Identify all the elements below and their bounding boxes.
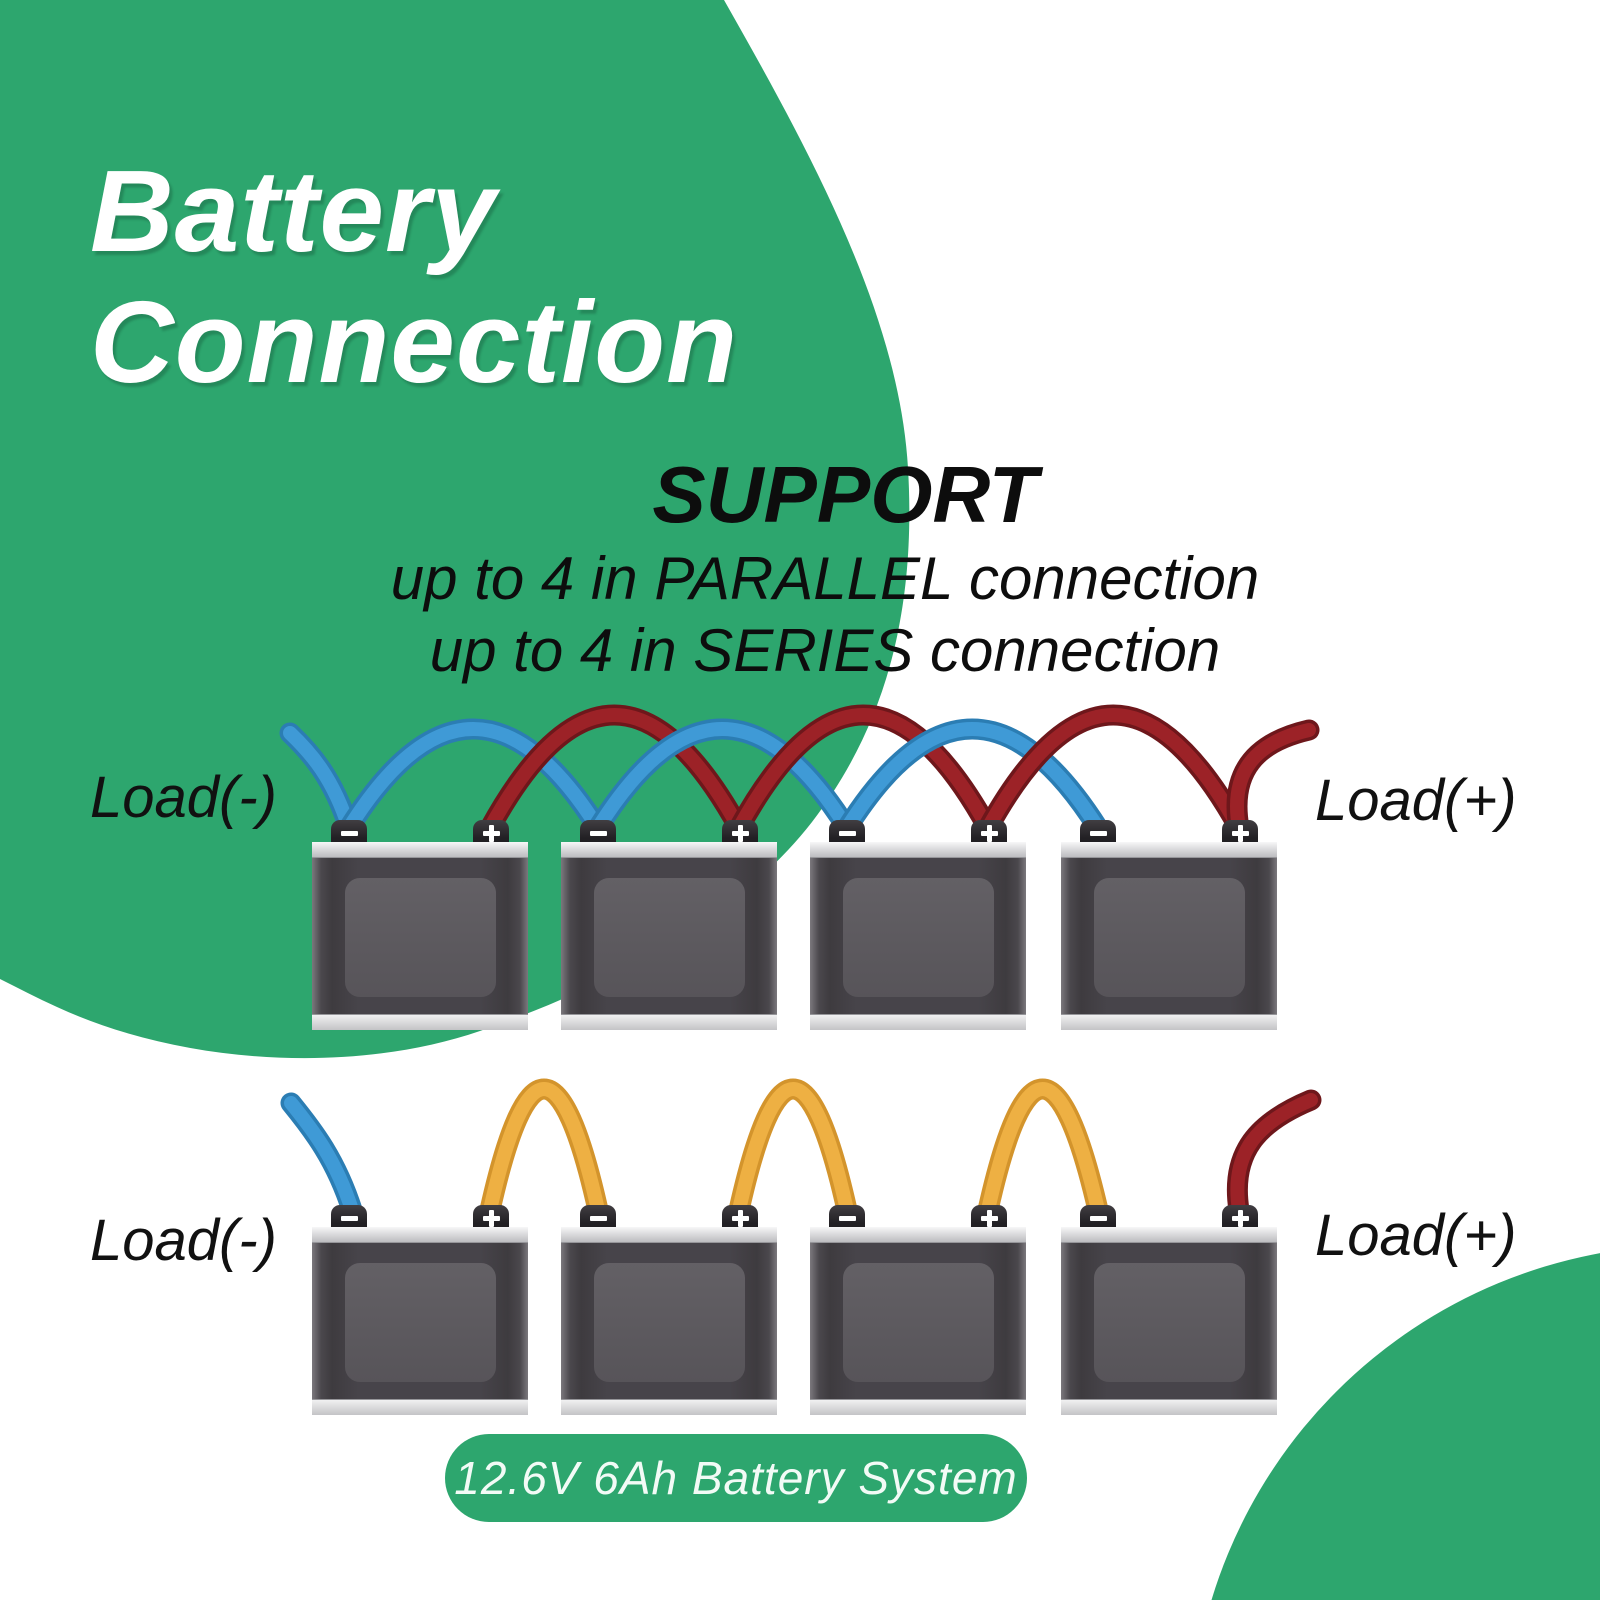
battery-face-panel bbox=[345, 1263, 496, 1382]
battery-bottom-cap bbox=[312, 1014, 528, 1030]
battery-parallel-1 bbox=[312, 820, 528, 1030]
battery-system-badge: 12.6V 6Ah Battery System bbox=[445, 1434, 1027, 1522]
battery-series-2 bbox=[561, 1205, 777, 1415]
minus-icon bbox=[1089, 830, 1107, 836]
battery-bottom-cap bbox=[810, 1014, 1026, 1030]
battery-bottom-cap bbox=[810, 1399, 1026, 1415]
parallel-jumper-neg-1-2 bbox=[342, 722, 605, 835]
battery-series-3 bbox=[810, 1205, 1026, 1415]
series-load-negative-wire bbox=[284, 1096, 359, 1217]
battery-body bbox=[810, 1242, 1026, 1400]
parallel-jumper-pos-1-2 bbox=[483, 708, 746, 835]
battery-parallel-2 bbox=[561, 820, 777, 1030]
plus-icon bbox=[980, 824, 998, 842]
battery-face-panel bbox=[1094, 1263, 1245, 1382]
series-wiring bbox=[280, 1078, 1322, 1221]
plus-icon bbox=[731, 1209, 749, 1227]
battery-bottom-cap bbox=[1061, 1399, 1277, 1415]
parallel-jumper-neg-3-4 bbox=[840, 722, 1105, 835]
battery-body bbox=[561, 857, 777, 1015]
battery-system-badge-text: 12.6V 6Ah Battery System bbox=[454, 1452, 1018, 1504]
battery-top-cap bbox=[312, 1227, 528, 1243]
battery-body bbox=[312, 857, 528, 1015]
green-circle-bottom-right bbox=[1211, 1253, 1600, 1600]
parallel-jumper-pos-2-3 bbox=[732, 708, 995, 835]
parallel-load-negative-wire bbox=[283, 726, 356, 835]
parallel-load-negative-label: Load(-) bbox=[90, 765, 277, 830]
parallel-jumper-pos-3-4 bbox=[981, 708, 1246, 835]
minus-icon bbox=[838, 830, 856, 836]
battery-face-panel bbox=[1094, 878, 1245, 997]
series-jumper-2-3 bbox=[732, 1082, 854, 1217]
parallel-load-positive-label: Load(+) bbox=[1315, 768, 1517, 833]
minus-icon bbox=[340, 1215, 358, 1221]
parallel-jumper-neg-2-3 bbox=[591, 722, 854, 835]
plus-icon bbox=[482, 824, 500, 842]
battery-bottom-cap bbox=[561, 1399, 777, 1415]
battery-parallel-4 bbox=[1061, 820, 1277, 1030]
minus-icon bbox=[340, 830, 358, 836]
parallel-wiring bbox=[279, 704, 1320, 839]
battery-body bbox=[1061, 1242, 1277, 1400]
battery-body bbox=[1061, 857, 1277, 1015]
support-line-series: up to 4 in SERIES connection bbox=[429, 617, 1221, 684]
minus-icon bbox=[589, 1215, 607, 1221]
battery-face-panel bbox=[843, 878, 994, 997]
plus-icon bbox=[1231, 824, 1249, 842]
support-line-parallel: up to 4 in PARALLEL connection bbox=[390, 545, 1260, 612]
battery-series-4 bbox=[1061, 1205, 1277, 1415]
minus-icon bbox=[838, 1215, 856, 1221]
green-blob-top-left bbox=[0, 0, 910, 1059]
battery-top-cap bbox=[810, 1227, 1026, 1243]
battery-bottom-cap bbox=[312, 1399, 528, 1415]
battery-parallel-3 bbox=[810, 820, 1026, 1030]
battery-bottom-cap bbox=[1061, 1014, 1277, 1030]
series-load-positive-label: Load(+) bbox=[1315, 1203, 1517, 1268]
battery-top-cap bbox=[312, 842, 528, 858]
minus-icon bbox=[589, 830, 607, 836]
plus-icon bbox=[980, 1209, 998, 1227]
battery-body bbox=[312, 1242, 528, 1400]
battery-face-panel bbox=[594, 1263, 745, 1382]
support-description: up to 4 in PARALLEL connection up to 4 i… bbox=[50, 543, 1600, 687]
support-heading: SUPPORT bbox=[652, 450, 1038, 539]
page-title: Battery Connection bbox=[90, 146, 738, 408]
plus-icon bbox=[482, 1209, 500, 1227]
series-load-negative-label: Load(-) bbox=[90, 1208, 277, 1273]
battery-bottom-cap bbox=[561, 1014, 777, 1030]
plus-icon bbox=[731, 824, 749, 842]
battery-face-panel bbox=[594, 878, 745, 997]
battery-top-cap bbox=[1061, 842, 1277, 858]
battery-face-panel bbox=[843, 1263, 994, 1382]
title-line-1: Battery bbox=[90, 146, 497, 276]
battery-top-cap bbox=[810, 842, 1026, 858]
battery-top-cap bbox=[561, 842, 777, 858]
plus-icon bbox=[1231, 1209, 1249, 1227]
minus-icon bbox=[1089, 1215, 1107, 1221]
series-jumper-1-2 bbox=[483, 1082, 605, 1217]
battery-series-1 bbox=[312, 1205, 528, 1415]
battery-top-cap bbox=[561, 1227, 777, 1243]
battery-body bbox=[810, 857, 1026, 1015]
parallel-load-positive-wire bbox=[1230, 723, 1316, 835]
series-jumper-3-4 bbox=[981, 1082, 1105, 1217]
battery-face-panel bbox=[345, 878, 496, 997]
title-line-2: Connection bbox=[90, 277, 738, 407]
series-load-positive-wire bbox=[1230, 1093, 1318, 1217]
battery-body bbox=[561, 1242, 777, 1400]
battery-top-cap bbox=[1061, 1227, 1277, 1243]
